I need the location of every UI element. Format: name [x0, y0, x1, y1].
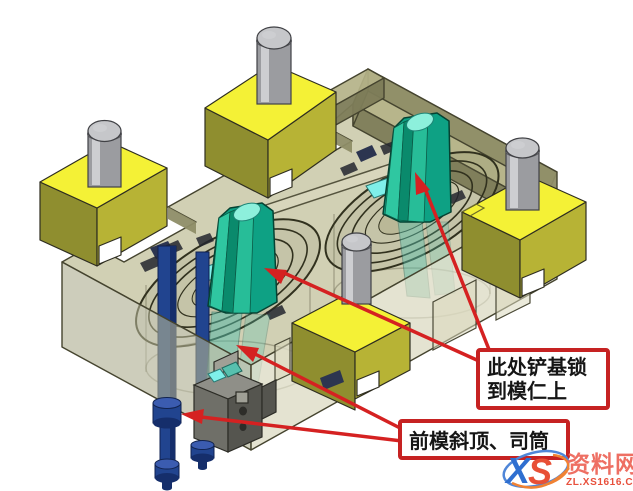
callout-lifter-sleeve: 前模斜顶、司筒 [398, 419, 570, 460]
arrowhead [264, 268, 287, 284]
lifter-top-cap [233, 202, 261, 222]
bushing-top [152, 397, 182, 409]
leader-line [281, 270, 480, 363]
foot-nub-end [162, 485, 172, 491]
bushing-bottom [191, 453, 214, 463]
post-highlight [510, 150, 518, 208]
block-notch [98, 236, 122, 265]
coil-segment [196, 233, 214, 247]
shaft-end-cyan [207, 368, 227, 383]
post-dome-highlight [93, 124, 107, 132]
slide-hole [239, 423, 247, 431]
post-highlight [261, 40, 269, 102]
foot-bottom [155, 473, 179, 483]
foot-nub-end [198, 466, 207, 470]
slide-wing [261, 379, 277, 420]
foot-nub [198, 460, 207, 468]
lifter-top-cap [406, 112, 434, 132]
limit-block-top [204, 26, 337, 199]
pin-shade [170, 404, 175, 462]
slide-base [192, 350, 277, 453]
coil-segment [448, 190, 466, 204]
post-dome-highlight [262, 31, 276, 39]
plate-step-cut [432, 279, 477, 351]
watermark-site-name: 资料网 [567, 451, 633, 477]
screw-tab [320, 370, 344, 390]
post-dome-highlight [346, 235, 358, 243]
leader-line [422, 185, 492, 353]
logo-letter-s: S [528, 451, 552, 491]
post-dome [341, 232, 372, 252]
post-dome-highlight [511, 141, 525, 149]
arrowhead [415, 172, 430, 195]
arrowhead [181, 409, 204, 424]
block-notch [521, 268, 545, 297]
annotations: 此处铲基锁 到模仁上 前模斜顶、司筒 [181, 172, 610, 460]
leader-line [254, 352, 403, 431]
plate-notch-wall-left [168, 207, 196, 234]
lifter-left [207, 202, 278, 314]
watermark-site-url: ZL.XS1616.COM [566, 477, 633, 488]
post-highlight [92, 133, 100, 185]
limit-block-left [39, 119, 168, 267]
block-notch [356, 370, 380, 397]
ejector-pins-lower [152, 397, 215, 491]
bushing-bottom [153, 417, 181, 429]
latch-hardware [356, 145, 377, 162]
leader-line [200, 415, 403, 443]
plate-slot-upright [274, 337, 291, 382]
logo-letter-x: X [504, 450, 532, 491]
callout-box [398, 419, 570, 460]
post-dome [256, 26, 292, 50]
callout-text-line2: 到模仁上 [487, 379, 567, 403]
bushing-top [190, 440, 215, 450]
callout-text-line1: 此处铲基锁 [487, 355, 587, 379]
callout-box [476, 348, 610, 410]
arrowhead [236, 345, 259, 362]
shaft-end [221, 361, 243, 378]
foot-top [154, 458, 180, 470]
lifter-right [382, 112, 452, 223]
coil-segment [340, 162, 358, 176]
logo-swoosh [511, 467, 570, 489]
foot-nub [162, 480, 172, 488]
callout-text-line1: 前模斜顶、司筒 [409, 429, 549, 453]
block-top-face [291, 293, 411, 353]
callout-wedge-lock: 此处铲基锁 到模仁上 [476, 348, 610, 410]
limit-block-right [461, 137, 587, 299]
block-corner-step [461, 203, 486, 217]
post-highlight [346, 244, 353, 302]
coil-segment [140, 256, 161, 272]
limit-block-front [291, 232, 411, 411]
coil-segment [266, 305, 286, 320]
slide-hole [239, 406, 247, 416]
watermark: X S 资料网 ZL.XS1616.COM [502, 449, 633, 491]
slide-tab [235, 391, 249, 404]
block-notch [269, 168, 293, 197]
